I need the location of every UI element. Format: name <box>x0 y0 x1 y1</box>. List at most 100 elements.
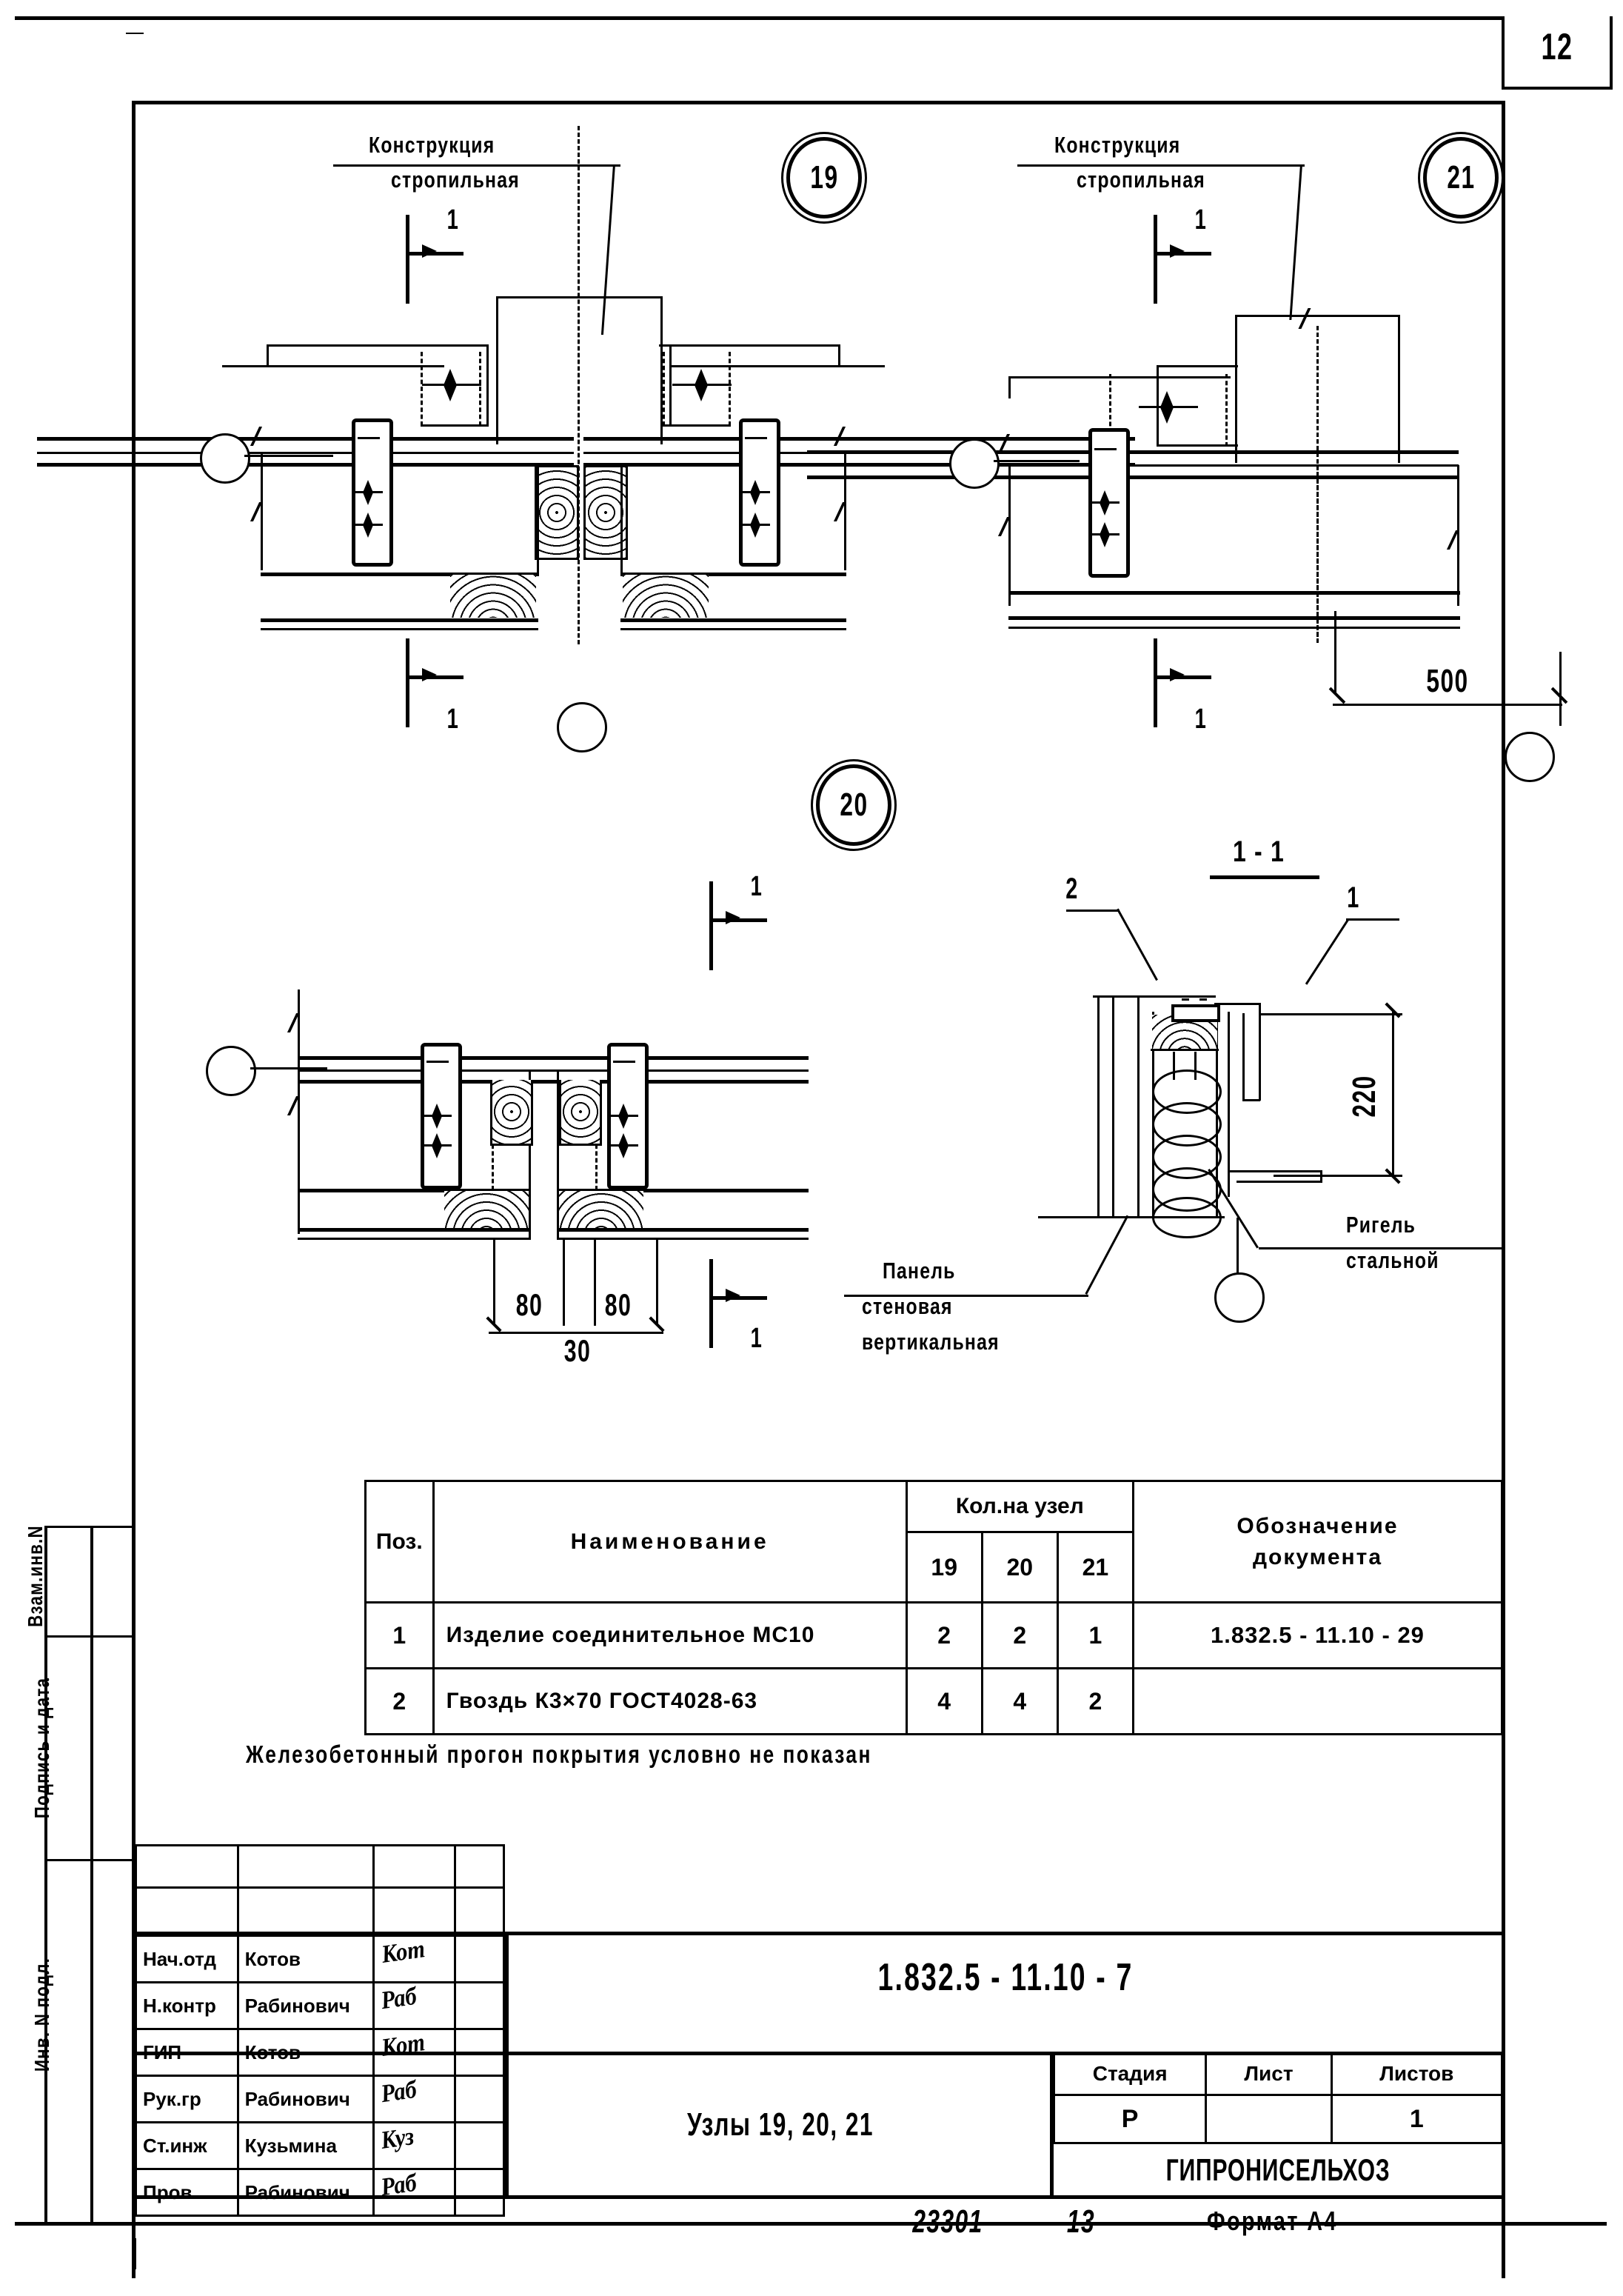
node-19-callout-line2: стропильная <box>391 167 520 193</box>
signer-role-5: Пров. <box>135 2168 239 2217</box>
node-20-axis-circle-left <box>206 1046 256 1096</box>
node-balloon-19: 19 <box>786 137 862 218</box>
node-21-rafter-break <box>1298 308 1331 329</box>
node-20-break-1 <box>287 1013 319 1032</box>
margin-label-inv-wrap: Инв. N подл. <box>30 1933 60 2096</box>
node-19-wall-bottom-strip-top-r <box>620 573 846 576</box>
node-20-section-label-bot: 1 <box>750 1323 763 1354</box>
registration-tick-top <box>126 33 144 34</box>
stage-header-stadia: Стадия <box>1052 2052 1208 2096</box>
signer-role-1: Н.контр <box>135 1981 239 2030</box>
sheet-outer-top-rule <box>15 16 1607 20</box>
node-21-plate-top2 <box>1157 365 1238 367</box>
signer-row: Пров. Рабинович Раб <box>135 2168 505 2217</box>
bom-header-name: Наименование <box>432 1480 908 1603</box>
node-21-rafter-top <box>1235 315 1400 317</box>
title-block-doc-code-cell: 1.832.5 - 11.10 - 7 <box>508 1932 1503 2052</box>
node-19-axis-leader-left <box>244 455 333 457</box>
node-20-dim-line-main <box>489 1332 663 1334</box>
title-block-bottom-rule <box>135 2195 1503 2199</box>
node-19-right-plate-top <box>659 344 840 347</box>
section-rigel-line2: стальной <box>1346 1247 1439 1273</box>
margin-strip-sep-2 <box>44 1859 135 1861</box>
bom-row-1-name: Изделие соединительное МС10 <box>432 1601 908 1669</box>
section-pos-2-leader-h <box>1066 910 1120 912</box>
node-19-callout-line1: Конструкция <box>369 132 495 158</box>
node-balloon-21: 21 <box>1423 137 1499 218</box>
signers-blank-2-d <box>454 1886 505 1937</box>
section-connector-arm-v <box>1259 1003 1261 1101</box>
node-19-section-mark-bot-arrow <box>422 668 437 681</box>
node-19-wall-left-v <box>261 452 263 570</box>
node-19-panel-band-mid <box>37 452 574 454</box>
node-19-wall-right-v <box>844 452 846 570</box>
signer-name-2: Котов <box>236 2028 375 2077</box>
margin-strip-sep-1 <box>44 1635 135 1638</box>
node-21-section-mark-top-arrow <box>1170 244 1185 258</box>
node-21-band-bot <box>807 475 1459 479</box>
node-19-wall-bottom-strip-bot <box>261 618 538 622</box>
node-19-wall-bottom-strip-bot2-r <box>620 628 846 630</box>
node-20-wood-bottom-right <box>559 1191 643 1228</box>
node-19-wood-bottom-right <box>623 575 709 618</box>
bom-row-1-q20: 2 <box>980 1601 1059 1669</box>
bom-header-row-2: 19 20 21 <box>366 1531 1502 1603</box>
node-20-section-label-top: 1 <box>750 871 763 902</box>
signer-signature-1: Раб <box>372 1981 457 2030</box>
node-20-wall-left <box>298 990 300 1234</box>
signature-glyph: Раб <box>379 2169 419 2202</box>
node-21-connector-slot <box>1094 448 1117 450</box>
margin-strip-outer <box>44 1526 47 2222</box>
node-19-wall-centre-v-r <box>620 465 623 576</box>
node-balloon-20-label: 20 <box>839 787 869 823</box>
section-coil-cap-line <box>1151 1049 1219 1051</box>
stage-header-list: Лист <box>1205 2052 1333 2096</box>
signer-date-0 <box>454 1935 505 1983</box>
bom-header-qty-21: 21 <box>1056 1531 1134 1603</box>
section-connector-arm-top <box>1214 1003 1260 1005</box>
section-connector-arm-cap <box>1242 1099 1260 1101</box>
section-dim-ext-top <box>1260 1013 1402 1015</box>
section-rigel-label: Ригель стальной <box>1346 1212 1462 1274</box>
bom-row-2-name: Гвоздь К3×70 ГОСТ4028-63 <box>432 1667 908 1735</box>
node-19-connector-right-slot <box>745 437 767 439</box>
bom-row-1-q19: 2 <box>905 1601 983 1669</box>
node-20-dim-ext-2 <box>563 1238 565 1326</box>
section-dim-220: 220 <box>1346 1075 1382 1118</box>
registration-tick-bottom <box>135 2238 136 2269</box>
node-21-plate-top <box>1008 376 1231 378</box>
node-20-connector-right-nail1-h <box>610 1115 638 1117</box>
stage-header-listov: Листов <box>1330 2052 1504 2096</box>
node-21-band-mid <box>807 464 1459 467</box>
node-19-left-hidden-2 <box>479 352 481 426</box>
node-20-bottom-strip-bot-r <box>557 1228 809 1232</box>
bom-row-2-doc <box>1131 1667 1504 1735</box>
page-number-box: 12 <box>1502 16 1613 90</box>
node-21-connector-nail2-h <box>1091 533 1120 535</box>
section-panel-bottom <box>1038 1216 1225 1218</box>
section-axis-leader <box>1237 1218 1239 1274</box>
node-21-callout-line1: Конструкция <box>1054 132 1181 158</box>
section-pos-mark-2: 2 <box>1065 872 1079 905</box>
node-20-connector-left-nail1-h <box>424 1115 452 1117</box>
signer-name-5: Рабинович <box>236 2168 375 2217</box>
node-20-drawing <box>287 990 809 1259</box>
node-19-callout: Конструкция стропильная <box>369 132 552 193</box>
section-nail-2 <box>1194 1052 1197 1080</box>
node-19-wall-bottom-strip-top <box>261 573 538 576</box>
signer-row: ГИП Котов Кот <box>135 2028 505 2077</box>
node-21-rafter-left <box>1235 315 1237 463</box>
signature-glyph: Кот <box>380 2029 427 2062</box>
section-connector-foot2 <box>1237 1181 1322 1183</box>
signature-glyph: Раб <box>379 2075 419 2109</box>
section-panel-edge4 <box>1152 1012 1154 1218</box>
signature-glyph: Кот <box>380 1935 427 1969</box>
node-21-section-label-bot: 1 <box>1194 704 1208 735</box>
node-19-right-hidden-h <box>663 424 731 427</box>
section-panel-line2: стеновая <box>862 1293 953 1319</box>
node-19-left-plate-inner <box>486 344 489 424</box>
bom-header-doc: Обозначение документа <box>1131 1480 1504 1603</box>
node-19-left-hidden-h <box>421 424 489 427</box>
node-21-plate-hidden-1 <box>1109 374 1111 447</box>
node-19-right-weld-cross-h <box>672 384 732 386</box>
